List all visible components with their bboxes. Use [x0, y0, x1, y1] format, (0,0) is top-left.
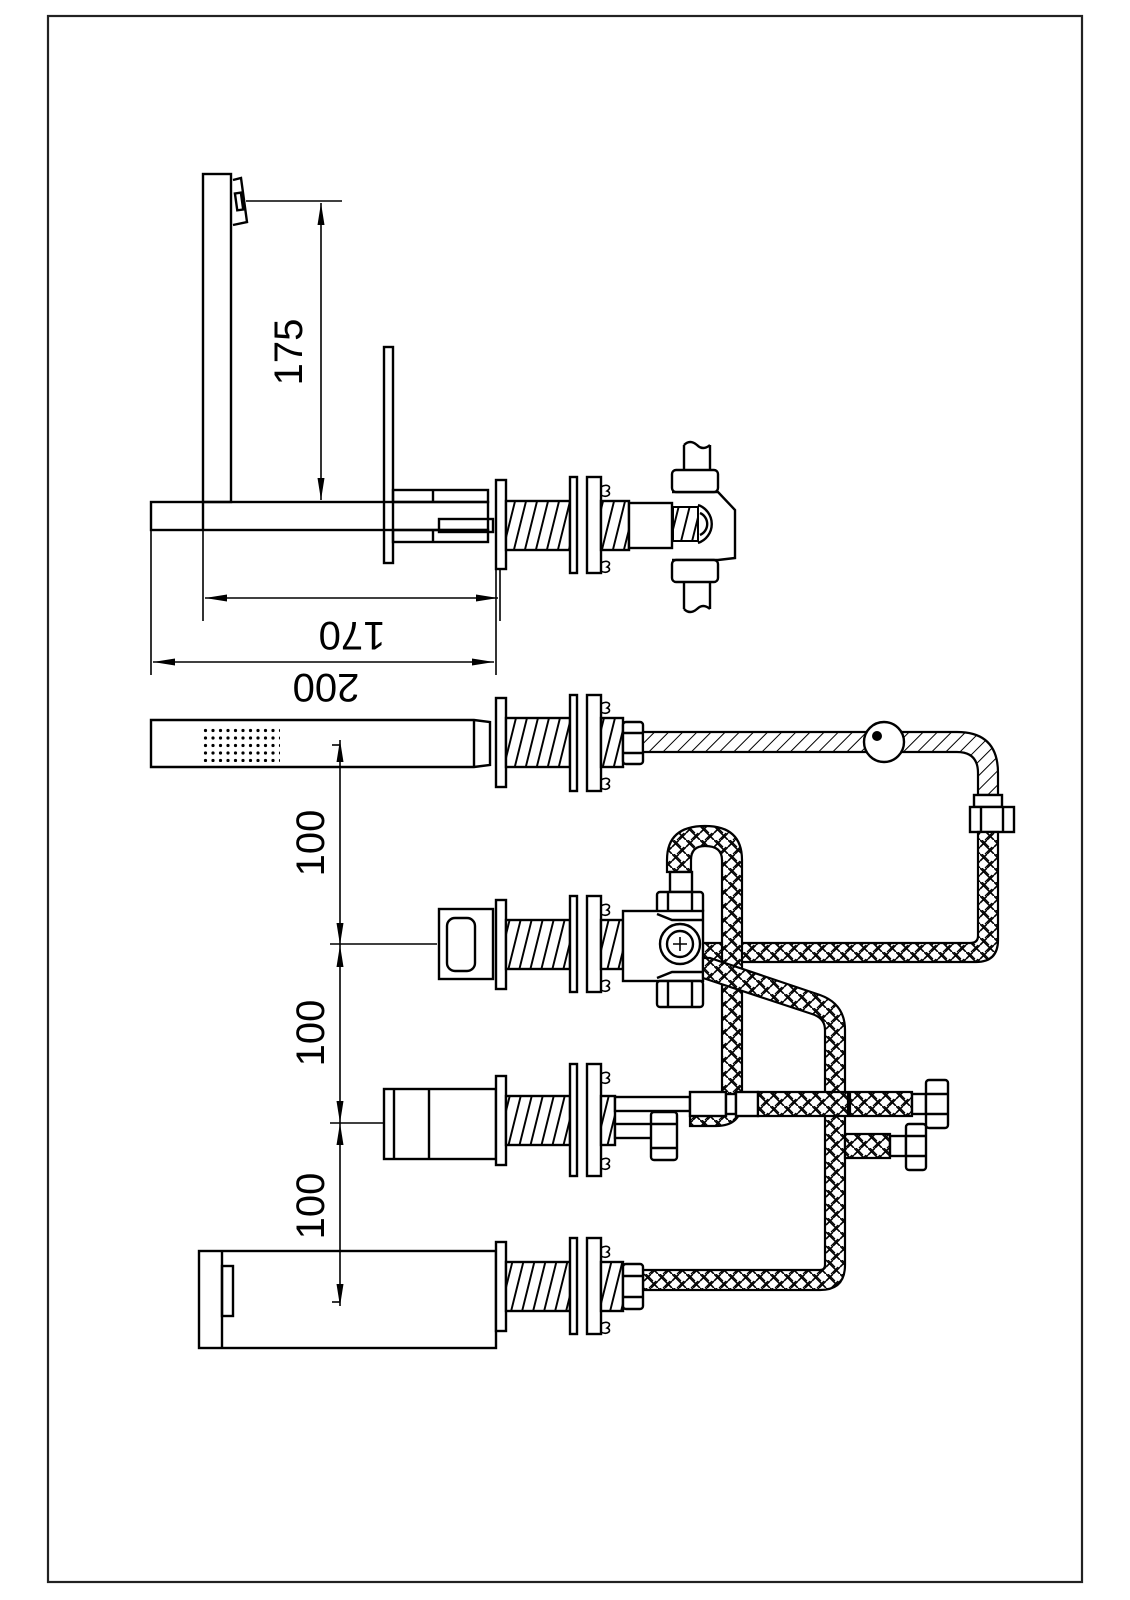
spout-assembly — [149, 172, 737, 614]
dim-100-label-3: 100 — [289, 1173, 333, 1240]
bath-spout-icon — [197, 1249, 498, 1350]
hand-shower-icon — [149, 718, 492, 769]
spout-icon — [149, 172, 495, 565]
dim-100-label-2: 100 — [289, 1000, 333, 1067]
dim-200-label: 200 — [293, 665, 360, 709]
valve-fitting — [670, 440, 737, 614]
diverter-assembly — [437, 894, 625, 994]
dim-170-label: 170 — [319, 613, 386, 657]
dimension-spout-overall: 200 — [150, 530, 497, 709]
dimension-spout-reach: 170 — [202, 530, 501, 657]
drawing-frame — [46, 14, 1084, 1584]
mixer-icon — [621, 824, 847, 1292]
dimension-spout-height: 175 — [246, 200, 342, 500]
dim-100-label-1: 100 — [289, 810, 333, 877]
bath-spout-assembly — [197, 1236, 645, 1350]
hand-shower-assembly — [149, 693, 1016, 964]
dimension-spacing: 100 100 100 — [289, 740, 437, 1306]
diverter-icon — [437, 907, 495, 981]
dim-175-label: 175 — [267, 319, 311, 386]
handle-icon — [382, 1087, 498, 1161]
handle-assembly — [382, 1062, 950, 1178]
